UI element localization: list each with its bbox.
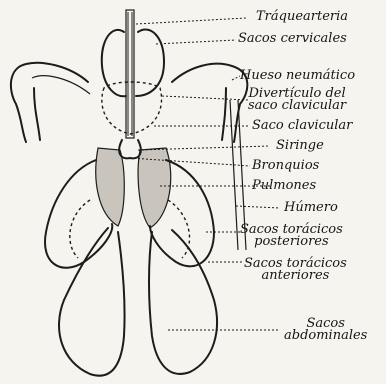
label-clavicular-sac: Saco clavicular bbox=[252, 120, 352, 132]
abdominal-sac-left bbox=[59, 228, 125, 376]
label-posterior-thoracic-sacs-line2: posteriores bbox=[240, 236, 343, 248]
label-lungs: Pulmones bbox=[252, 180, 316, 192]
label-syrinx: Siringe bbox=[276, 140, 324, 152]
label-pneumatic-bone: Hueso neumático bbox=[240, 70, 355, 82]
cervical-sac-right bbox=[136, 30, 164, 96]
lung-left bbox=[96, 148, 124, 226]
label-clavicular-diverticulum-line2: saco clavicular bbox=[248, 100, 346, 112]
thoracic-sac-right-inner bbox=[168, 200, 190, 258]
cervical-sac-left bbox=[102, 30, 126, 96]
label-anterior-thoracic-sacs: Sacos torácicos anteriores bbox=[244, 258, 347, 282]
label-clavicular-diverticulum: Divertículo del saco clavicular bbox=[248, 88, 346, 112]
label-humerus: Húmero bbox=[284, 202, 338, 214]
abdominal-sac-right bbox=[149, 230, 217, 374]
label-anterior-thoracic-sacs-line2: anteriores bbox=[244, 270, 347, 282]
label-cervical-sacs: Sacos cervicales bbox=[238, 33, 347, 45]
label-bronchi: Bronquios bbox=[252, 160, 319, 172]
humerus-left-inner bbox=[32, 76, 90, 94]
label-posterior-thoracic-sacs: Sacos torácicos posteriores bbox=[240, 224, 343, 248]
humerus-right bbox=[172, 64, 247, 142]
label-tracheartery: Tráquearteria bbox=[256, 11, 348, 23]
trachea bbox=[126, 10, 134, 138]
thoracic-sac-left-inner bbox=[70, 200, 90, 258]
syrinx bbox=[119, 140, 141, 158]
humerus-left bbox=[11, 63, 88, 142]
label-abdominal-sacs: Sacos abdominales bbox=[284, 318, 367, 342]
label-abdominal-sacs-line2: abdominales bbox=[284, 330, 367, 342]
